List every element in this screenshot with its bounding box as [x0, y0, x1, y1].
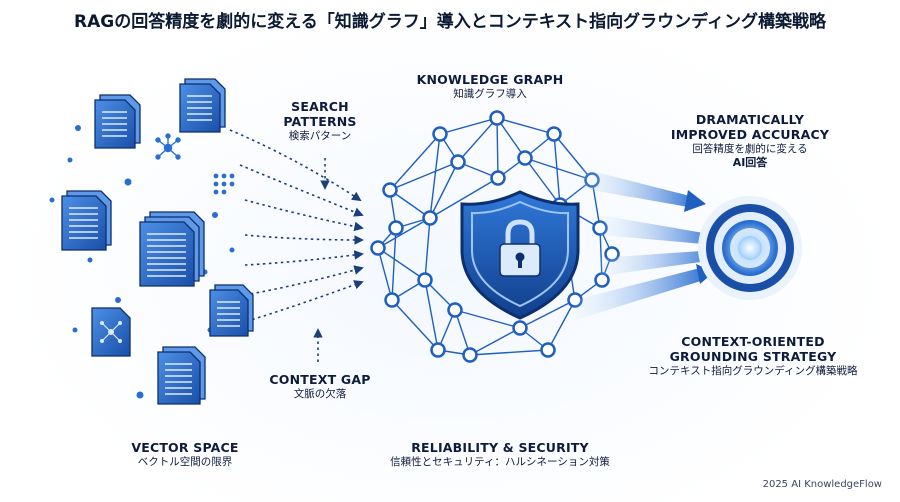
- graph-edge: [547, 299, 576, 351]
- improved-accuracy-jp-2: AI回答: [732, 156, 768, 169]
- vector-space-jp: ベクトル空間の限界: [137, 456, 233, 468]
- reliability-jp: 信頼性とセキュリティ：ハルシネーション対策: [390, 456, 610, 468]
- graph-edge: [391, 227, 397, 301]
- document-icon: [94, 94, 141, 149]
- graph-edge: [377, 217, 431, 249]
- graph-node: [384, 292, 400, 308]
- graph-edge: [424, 279, 439, 351]
- graph-edge: [429, 133, 441, 219]
- flow-arrows: [229, 129, 364, 362]
- graph-edge: [377, 247, 393, 301]
- label-reliability: RELIABILITY & SECURITY 信頼性とセキュリティ：ハルシネーシ…: [370, 440, 630, 469]
- graph-node: [417, 272, 433, 288]
- graph-node: [382, 182, 398, 198]
- search-patterns-jp: 検索パターン: [288, 130, 352, 142]
- graph-node: [370, 240, 386, 256]
- graph-edge: [454, 309, 521, 329]
- network-node-icon: [155, 133, 181, 160]
- graph-edge: [389, 133, 441, 191]
- graph-node: [512, 320, 528, 336]
- graph-edge: [391, 299, 439, 351]
- document-icon: [139, 211, 205, 287]
- graph-edge: [454, 309, 471, 356]
- document-icon: [91, 307, 131, 357]
- graph-edge: [496, 117, 499, 179]
- dot-cluster-icon: [213, 173, 235, 195]
- graph-edge: [469, 349, 549, 356]
- search-patterns-en-1: SEARCH: [291, 99, 349, 114]
- reliability-en: RELIABILITY & SECURITY: [411, 440, 589, 455]
- document-icons: [61, 78, 254, 405]
- label-vector-space: VECTOR SPACE ベクトル空間の限界: [100, 440, 270, 469]
- shield-lock-icon: [460, 190, 580, 320]
- document-icon: [157, 346, 206, 405]
- document-icon: [179, 78, 226, 133]
- graph-edge: [439, 117, 498, 135]
- label-context-oriented: CONTEXT-ORIENTED GROUNDING STRATEGY コンテキ…: [628, 334, 878, 378]
- graph-edge: [519, 299, 576, 329]
- graph-edge: [429, 177, 499, 219]
- vector-space-en: VECTOR SPACE: [131, 440, 239, 455]
- graph-node: [462, 347, 478, 363]
- graph-node: [450, 154, 466, 170]
- graph-edge: [457, 117, 498, 163]
- graph-node: [546, 126, 562, 142]
- graph-node: [388, 220, 404, 236]
- improved-accuracy-jp-1: 回答精度を劇的に変える: [692, 143, 808, 155]
- graph-edge: [389, 189, 431, 219]
- graph-node: [490, 170, 506, 186]
- context-gap-en: CONTEXT GAP: [269, 372, 371, 387]
- page-title: RAGの回答精度を劇的に変える「知識グラフ」導入とコンテキスト指向グラウンディン…: [74, 12, 826, 32]
- label-search-patterns: SEARCH PATTERNS 検索パターン: [265, 99, 375, 143]
- context-oriented-en-1: CONTEXT-ORIENTED: [681, 334, 825, 349]
- label-context-gap: CONTEXT GAP 文脈の欠落: [255, 372, 385, 401]
- graph-node: [540, 342, 556, 358]
- target-icon: [698, 196, 802, 300]
- graph-edge: [496, 117, 526, 159]
- graph-node: [432, 126, 448, 142]
- graph-node: [447, 302, 463, 318]
- graph-edge: [377, 247, 426, 281]
- document-icon: [61, 190, 112, 251]
- footer-credit: 2025 AI KnowledgeFlow: [762, 479, 882, 490]
- context-oriented-en-2: GROUNDING STRATEGY: [669, 349, 837, 364]
- graph-edge: [429, 161, 459, 219]
- search-patterns-en-2: PATTERNS: [283, 114, 357, 129]
- context-gap-jp: 文脈の欠落: [293, 388, 347, 400]
- graph-edge: [469, 327, 521, 356]
- improved-accuracy-en-1: DRAMATICALLY: [695, 112, 805, 127]
- document-icon: [209, 284, 254, 337]
- graph-node: [489, 110, 505, 126]
- graph-edge: [496, 117, 555, 135]
- knowledge-graph-en: KNOWLEDGE GRAPH: [416, 72, 564, 87]
- graph-node: [517, 150, 533, 166]
- graph-edge: [424, 217, 431, 281]
- graph-edge: [524, 157, 561, 206]
- label-improved-accuracy: DRAMATICALLY IMPROVED ACCURACY 回答精度を劇的に変…: [650, 112, 850, 170]
- graph-node: [430, 342, 446, 358]
- improved-accuracy-en-2: IMPROVED ACCURACY: [670, 127, 830, 142]
- label-knowledge-graph: KNOWLEDGE GRAPH 知識グラフ導入: [405, 72, 575, 101]
- graph-node: [422, 210, 438, 226]
- graph-edge: [553, 133, 561, 206]
- graph-edge: [389, 161, 459, 191]
- knowledge-graph-jp: 知識グラフ導入: [453, 88, 527, 100]
- context-oriented-jp: コンテキスト指向グラウンディング構築戦略: [648, 365, 858, 377]
